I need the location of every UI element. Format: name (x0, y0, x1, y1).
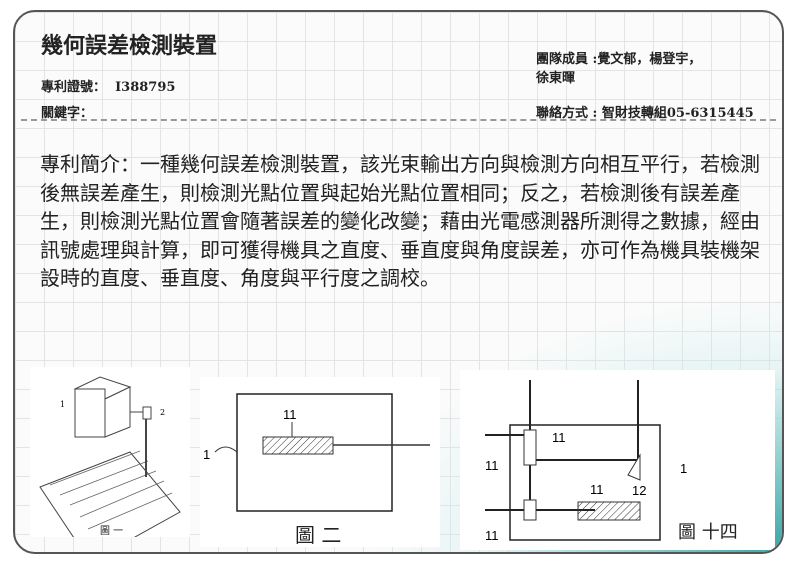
patent-summary: 專利簡介：一種幾何誤差檢測裝置，該光束輸出方向與檢測方向相互平行，若檢測後無誤差… (40, 150, 760, 293)
divider (21, 119, 776, 121)
label-11-c: 11 (590, 482, 604, 497)
patent-label: 專利證號： I388795 (41, 76, 175, 95)
label-11-a: 11 (552, 430, 566, 445)
figure-14: 11 11 11 11 12 1 圖 十四 (460, 370, 775, 550)
team-members: 團隊成員 :覺文郁，楊登宇， (536, 48, 701, 67)
figure-1-caption: 圖 一 (100, 522, 123, 537)
label-11: 11 (283, 407, 297, 422)
figure-1: 1 2 圖 一 (30, 367, 190, 537)
figure-2-caption: 圖 二 (295, 519, 341, 548)
machine-drawing: 1 2 (30, 367, 190, 537)
patent-number-label: 專利證號： (41, 80, 106, 95)
figure-2: 11 1 圖 二 (200, 377, 440, 547)
team-members-2: 徐東暉 (536, 67, 575, 86)
label-11-b: 11 (485, 458, 499, 473)
patent-number: I388795 (115, 80, 175, 95)
figure-14-caption: 圖 十四 (678, 518, 738, 544)
label-12: 12 (632, 483, 646, 498)
label-1: 1 (203, 447, 210, 462)
patent-card: 幾何誤差檢測裝置 專利證號： I388795 關鍵字： 團隊成員 :覺文郁，楊登… (13, 10, 784, 554)
label-11-d: 11 (485, 528, 499, 543)
label-1: 1 (60, 400, 65, 409)
figure-2-drawing: 11 1 (200, 377, 440, 517)
label-2: 2 (160, 408, 165, 417)
page-title: 幾何誤差檢測裝置 (41, 28, 217, 60)
label-1: 1 (680, 461, 687, 476)
